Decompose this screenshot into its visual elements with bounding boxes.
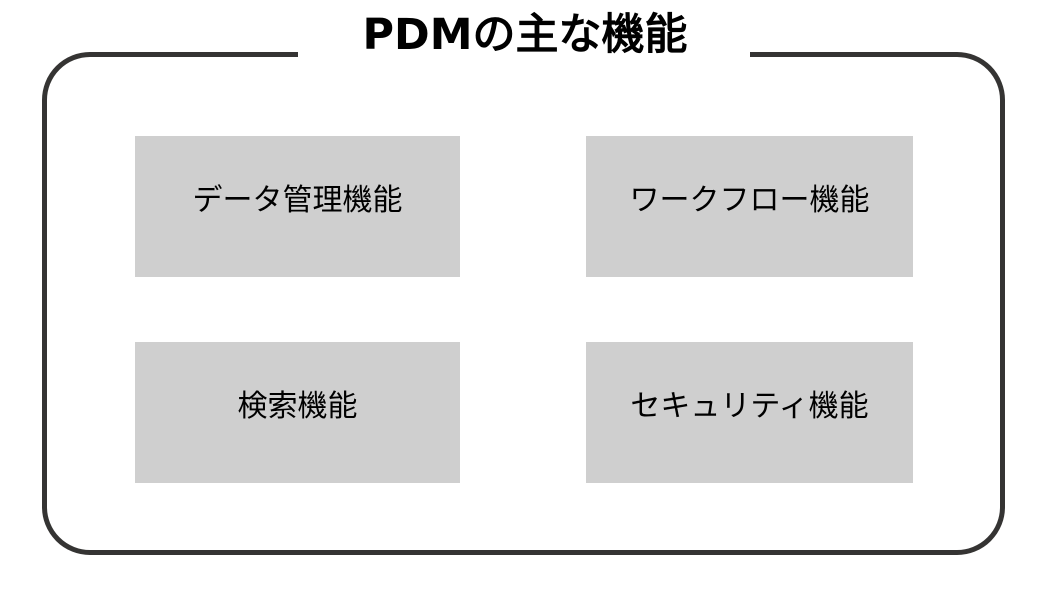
diagram-title: PDMの主な機能 bbox=[362, 10, 688, 60]
feature-box-search: 検索機能 bbox=[135, 342, 460, 483]
feature-box-label: 検索機能 bbox=[237, 388, 358, 424]
feature-box-label: データ管理機能 bbox=[192, 182, 403, 218]
feature-box-data-management: データ管理機能 bbox=[135, 136, 460, 277]
frame-title-gap bbox=[298, 44, 750, 62]
feature-box-security: セキュリティ機能 bbox=[586, 342, 913, 483]
feature-box-label: ワークフロー機能 bbox=[629, 182, 870, 218]
feature-box-workflow: ワークフロー機能 bbox=[586, 136, 913, 277]
feature-box-label: セキュリティ機能 bbox=[630, 388, 869, 424]
